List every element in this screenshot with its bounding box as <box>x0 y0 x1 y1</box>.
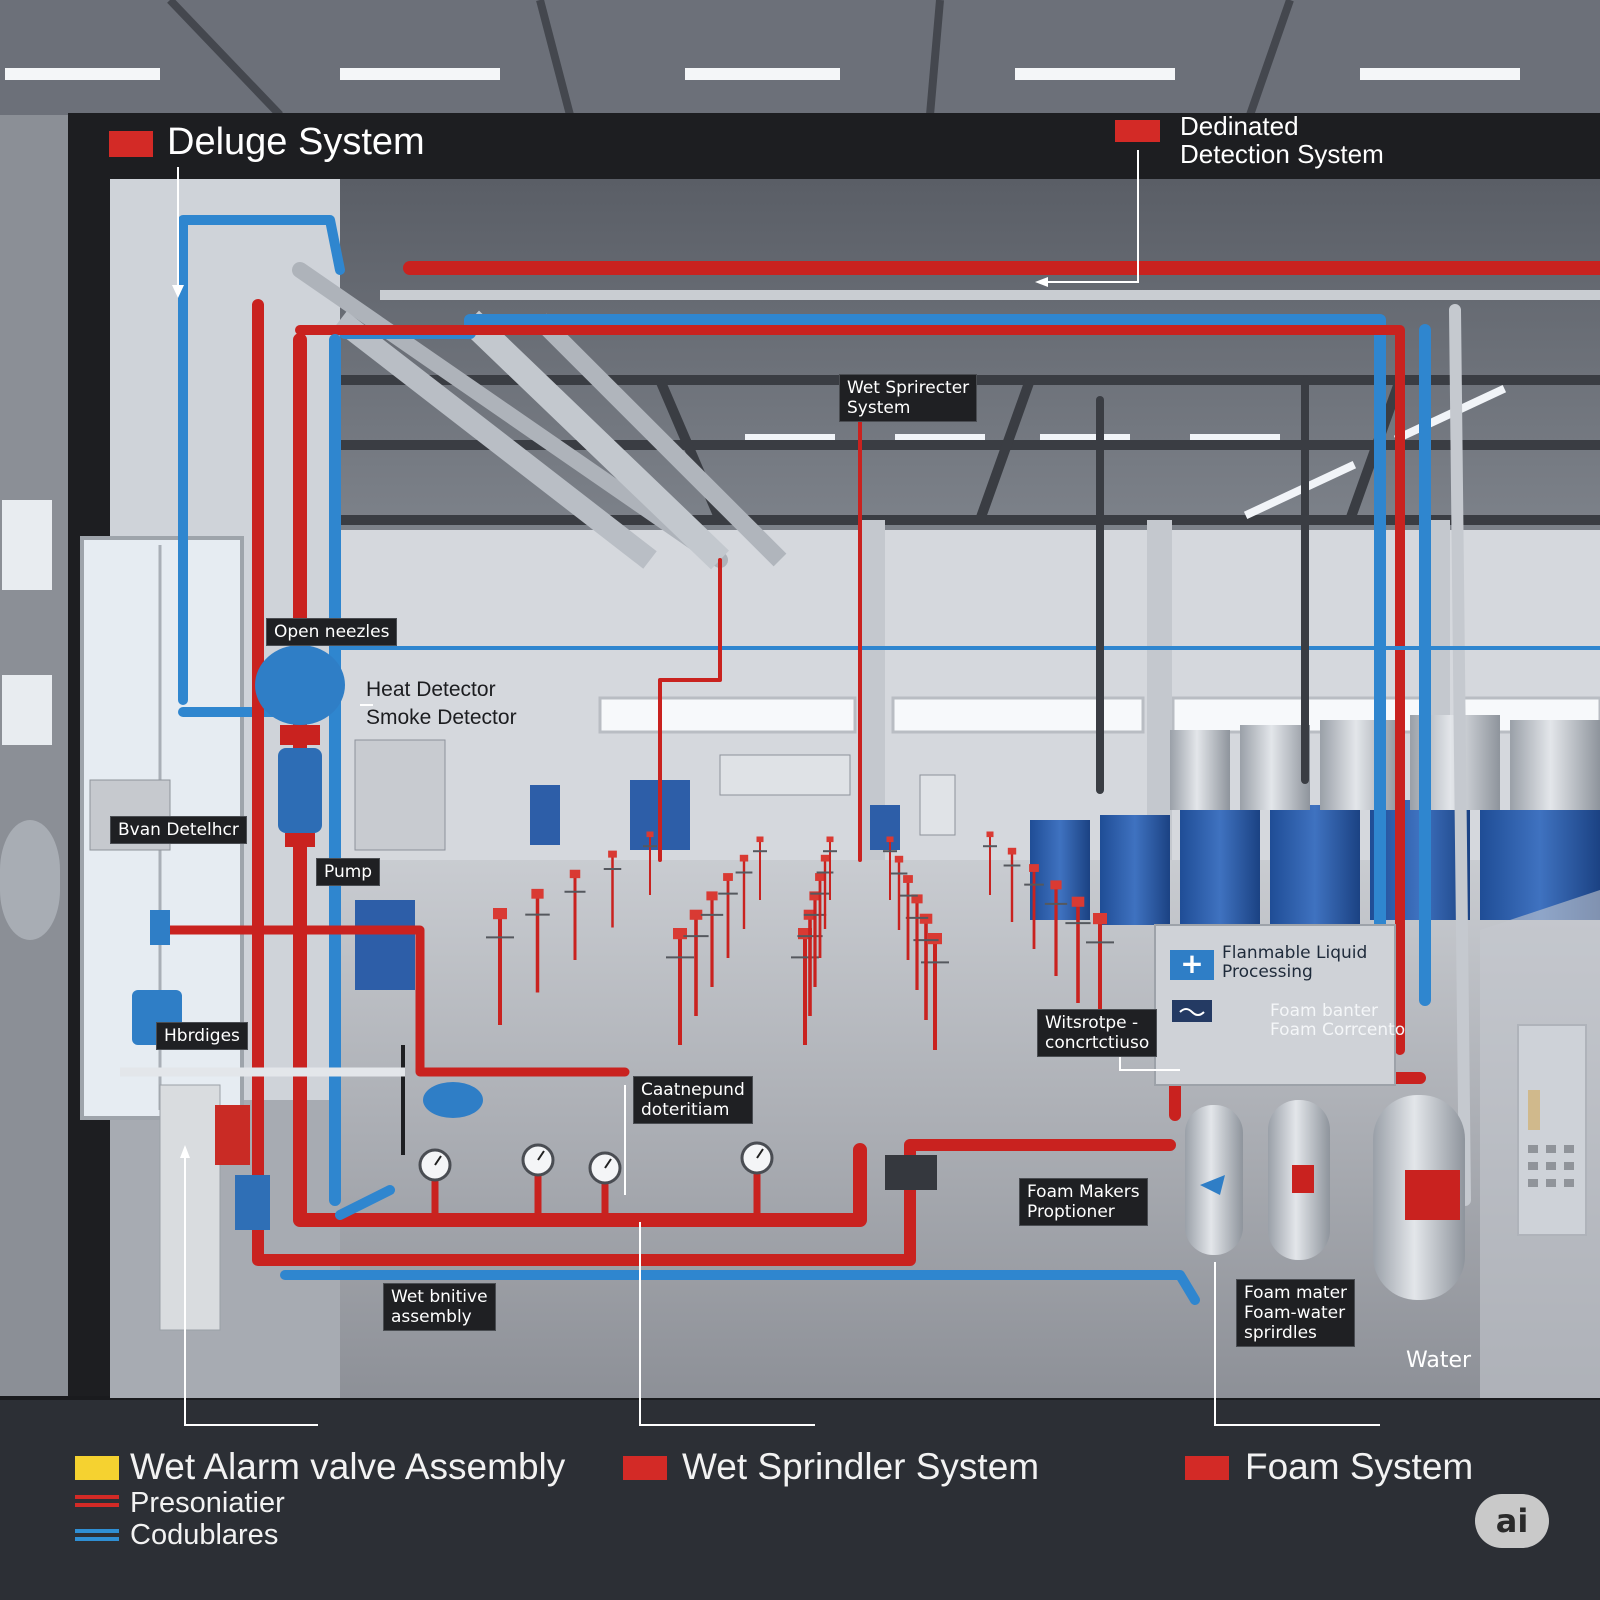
beam-detector-callout: Bvan Detelhcr <box>110 816 247 844</box>
panel-icon-plus <box>1170 950 1214 980</box>
legend-band <box>0 1398 1600 1600</box>
foam-tanks <box>1185 1095 1465 1300</box>
pressure-gauges <box>418 1141 774 1222</box>
sprinkler-head <box>798 928 812 940</box>
water-concentrate-callout: Witsrotpe - concrtctiuso <box>1037 1009 1158 1057</box>
sprinkler-head <box>1007 847 1017 855</box>
sprinkler-head <box>493 908 507 920</box>
sprinkler-head <box>903 875 913 883</box>
water-label: Water <box>1406 1348 1472 1373</box>
sprinkler-head <box>820 854 830 862</box>
sprinkler-risers <box>486 831 1114 1050</box>
deluge-legend-swatch <box>109 131 153 157</box>
outer-left-wall <box>0 115 68 1400</box>
sprinkler-head <box>894 855 904 863</box>
sprinkler-head <box>986 831 994 838</box>
sprinkler-head <box>1071 896 1085 907</box>
outer-duct <box>0 820 60 940</box>
sprinkler-head <box>886 836 894 843</box>
sprinkler-head <box>1029 864 1039 872</box>
ai-badge: ai <box>1475 1494 1549 1548</box>
blue-tank-row <box>1030 800 1600 930</box>
legend-line-red <box>75 1495 119 1499</box>
ceiling-beams <box>167 0 1294 118</box>
outer-ceiling <box>0 0 1600 115</box>
alarm-box <box>215 1105 250 1165</box>
door <box>159 1084 221 1331</box>
sprinkler-head <box>689 909 703 920</box>
panel-title: Flanmable Liquid Processing <box>1222 943 1368 982</box>
sprinkler-head <box>531 888 544 899</box>
sprinkler-head <box>646 831 654 838</box>
open-nozzles-callout: Open neezles <box>266 618 398 646</box>
foam-water-callout: Foam mater Foam-water sprirdles <box>1236 1279 1356 1347</box>
sprinkler-head <box>809 891 821 901</box>
ceiling-lights <box>5 68 1520 80</box>
legend-swatch-wet-alarm <box>75 1456 119 1480</box>
sprinkler-head <box>815 873 825 881</box>
legend-line-blue-label: Codublares <box>130 1519 279 1551</box>
legend-line-red-label: Presoniatier <box>130 1487 285 1519</box>
hall-lights <box>745 385 1507 519</box>
wet-alarm-assembly-callout: Wet bnitive assembly <box>383 1283 496 1331</box>
sprinkler-head <box>706 891 718 901</box>
sprinkler-head <box>723 873 733 881</box>
legend-wet-sprinkler-label: Wet Sprindler System <box>682 1446 1040 1487</box>
legend-wet-alarm-label: Wet Alarm valve Assembly <box>130 1446 566 1487</box>
foam-makers-callout: Foam Makers Proptioner <box>1019 1178 1148 1226</box>
mid-equipment <box>354 739 956 990</box>
outer-windows <box>2 500 52 745</box>
leader-lines <box>177 150 1380 1426</box>
svg-text:+: + <box>1180 947 1203 980</box>
heat-detector-label: Heat Detector <box>366 678 496 701</box>
sprinkler-head <box>608 850 617 858</box>
deluge-system-label: Deluge System <box>167 121 425 163</box>
alarm-control-box <box>885 1155 937 1190</box>
detection-system-label: Dedinated Detection System <box>1180 111 1384 169</box>
pump-body <box>423 1082 483 1118</box>
gauge-needle <box>604 1158 612 1169</box>
sprinkler-head <box>1093 913 1107 925</box>
wet-sprinkler-callout: Wet Sprirecter System <box>839 374 978 422</box>
frame-top <box>68 113 1600 179</box>
panel-subtitle: Foam banter Foam Corrcento <box>1270 1001 1406 1040</box>
smoke-detector-label: Smoke Detector <box>366 706 517 729</box>
sprinkler-head <box>1050 880 1062 890</box>
legend-line-blue <box>75 1529 119 1533</box>
sprinkler-head <box>928 933 942 945</box>
concentrate-callout: Caatnepund doteritiam <box>633 1076 753 1124</box>
legend-swatch-foam <box>1185 1456 1229 1480</box>
pump-callout: Pump <box>316 858 381 886</box>
sprinkler-head <box>826 836 834 843</box>
deluge-valve-assembly <box>132 645 345 1230</box>
legend-swatch-wet-sprinkler <box>623 1456 667 1480</box>
sprinkler-head <box>756 836 764 843</box>
legend-foam-label: Foam System <box>1245 1446 1474 1487</box>
hydrants-callout: Hbrdiges <box>156 1022 248 1050</box>
sprinkler-head <box>911 894 923 904</box>
gauge-needle <box>537 1150 545 1161</box>
overhead-ducts <box>292 262 1600 570</box>
gauge-needle <box>756 1148 764 1159</box>
detection-legend-swatch <box>1115 120 1160 142</box>
gauge-needle <box>434 1155 442 1166</box>
sprinkler-head <box>673 928 687 940</box>
sprinkler-head <box>739 854 749 862</box>
sprinkler-head <box>569 869 581 879</box>
